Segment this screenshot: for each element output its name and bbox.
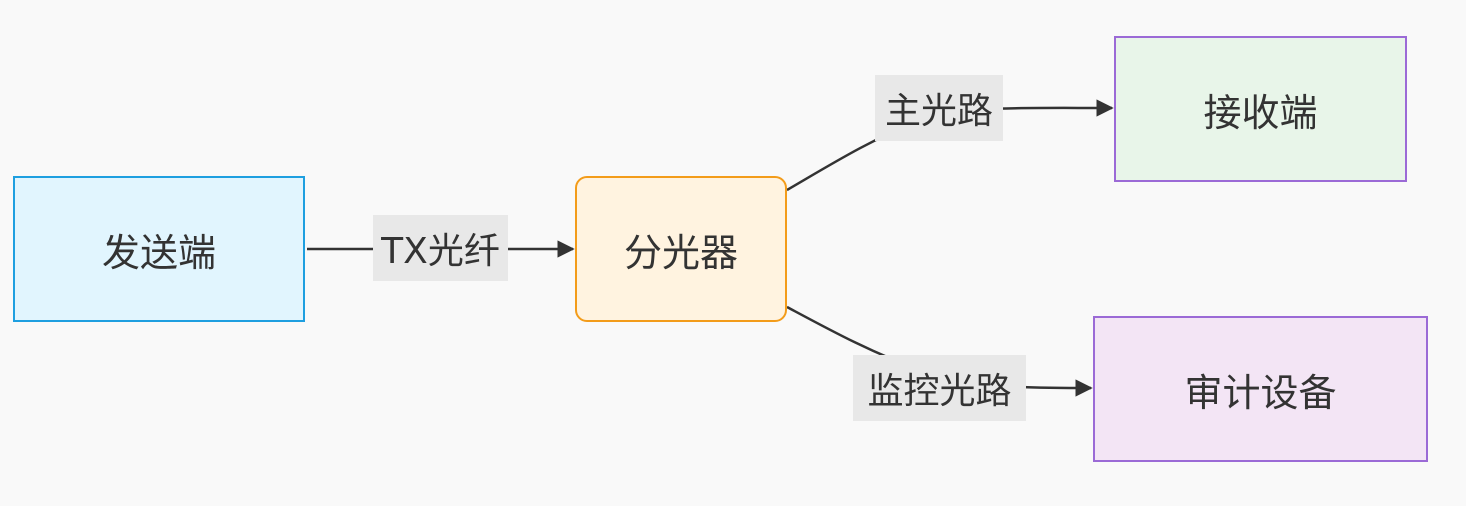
edge-label-tx-text: TX光纤: [381, 231, 500, 272]
node-splitter-label: 分光器: [623, 230, 738, 275]
node-splitter: 分光器: [575, 176, 787, 322]
node-sender-label: 发送端: [101, 230, 216, 275]
edge-label-monitor-text: 监控光路: [867, 371, 1012, 412]
node-sender: 发送端: [13, 176, 305, 322]
edge-label-main-text: 主光路: [884, 91, 993, 132]
edge-label-monitor: 监控光路: [853, 355, 1026, 421]
node-audit: 审计设备: [1093, 316, 1428, 462]
edge-label-main: 主光路: [875, 75, 1003, 141]
node-receiver: 接收端: [1114, 36, 1407, 182]
edge-label-tx: TX光纤: [373, 215, 508, 281]
node-receiver-label: 接收端: [1203, 90, 1318, 135]
node-audit-label: 审计设备: [1184, 370, 1337, 415]
